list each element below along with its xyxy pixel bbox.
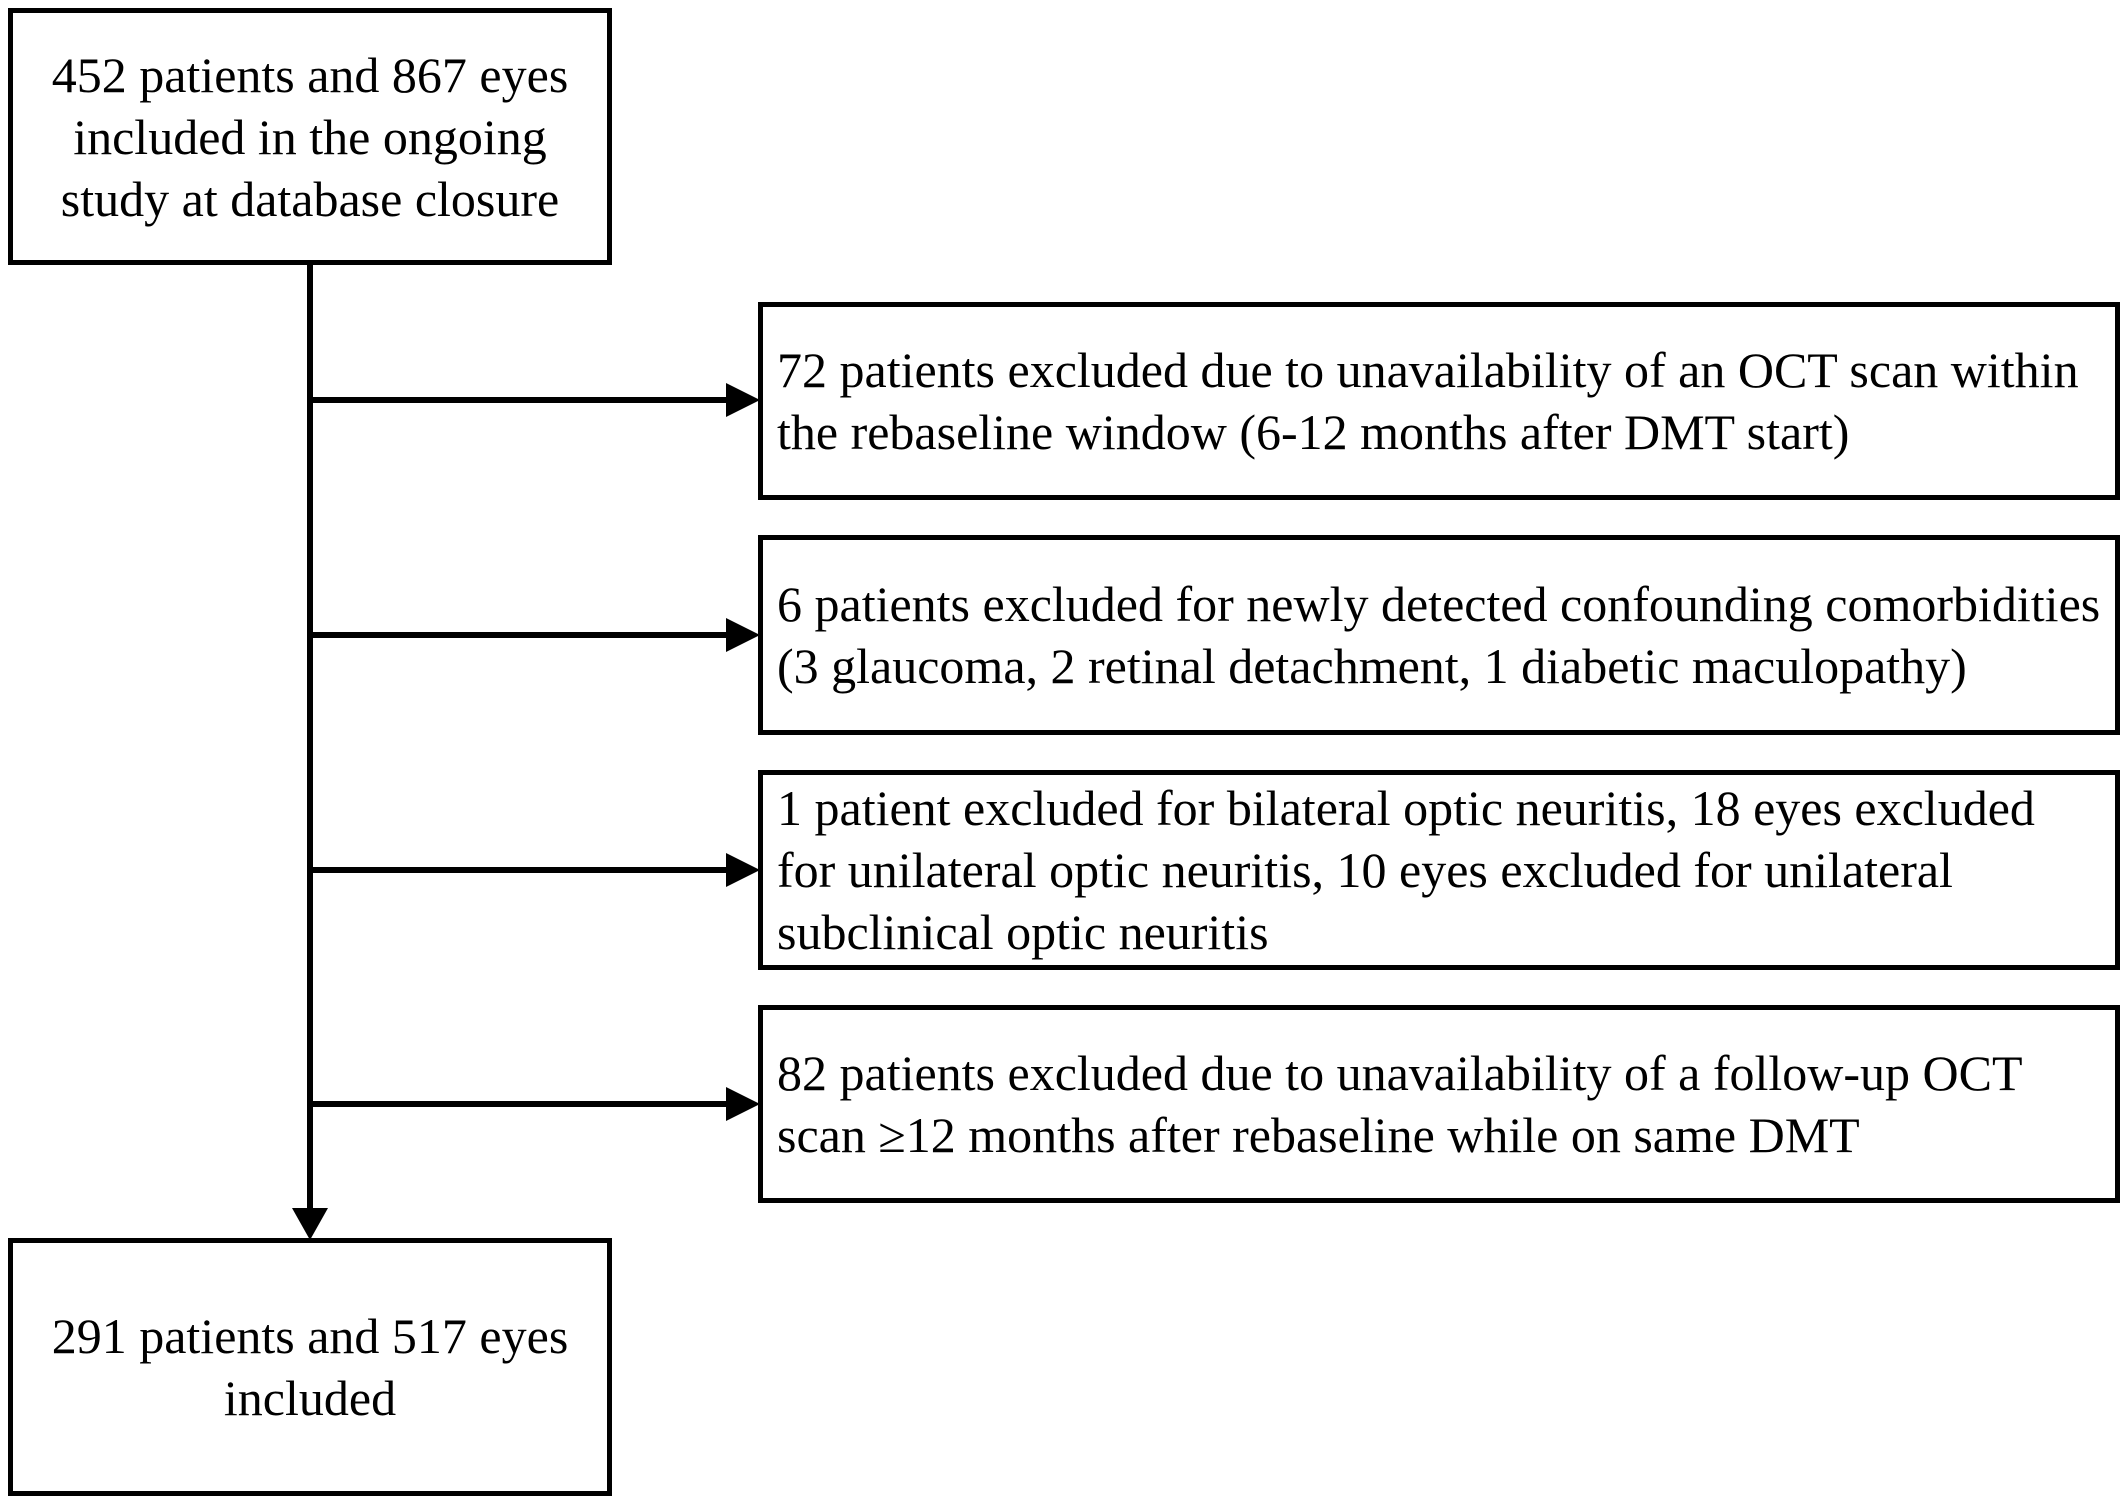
branch-arrowhead-1 <box>726 383 760 417</box>
branch-arrowhead-3 <box>726 853 760 887</box>
start-box: 452 patients and 867 eyes included in th… <box>8 8 612 265</box>
trunk-arrowhead <box>292 1208 328 1240</box>
start-box-text: 452 patients and 867 eyes included in th… <box>51 46 569 227</box>
exclusion-box-4-text: 82 patients excluded due to unavailabili… <box>777 1045 2022 1163</box>
final-box: 291 patients and 517 eyes included <box>8 1238 612 1496</box>
exclusion-box-1: 72 patients excluded due to unavailabili… <box>758 302 2120 500</box>
exclusion-box-2: 6 patients excluded for newly detected c… <box>758 535 2120 735</box>
final-box-text: 291 patients and 517 eyes included <box>51 1308 569 1426</box>
exclusion-box-4: 82 patients excluded due to unavailabili… <box>758 1005 2120 1203</box>
exclusion-box-3-text: 1 patient excluded for bilateral optic n… <box>777 780 2035 960</box>
branch-arrowhead-2 <box>726 618 760 652</box>
exclusion-box-1-text: 72 patients excluded due to unavailabili… <box>777 342 2079 460</box>
exclusion-box-2-text: 6 patients excluded for newly detected c… <box>777 576 2101 694</box>
branch-arrowhead-4 <box>726 1087 760 1121</box>
exclusion-box-3: 1 patient excluded for bilateral optic n… <box>758 770 2120 970</box>
